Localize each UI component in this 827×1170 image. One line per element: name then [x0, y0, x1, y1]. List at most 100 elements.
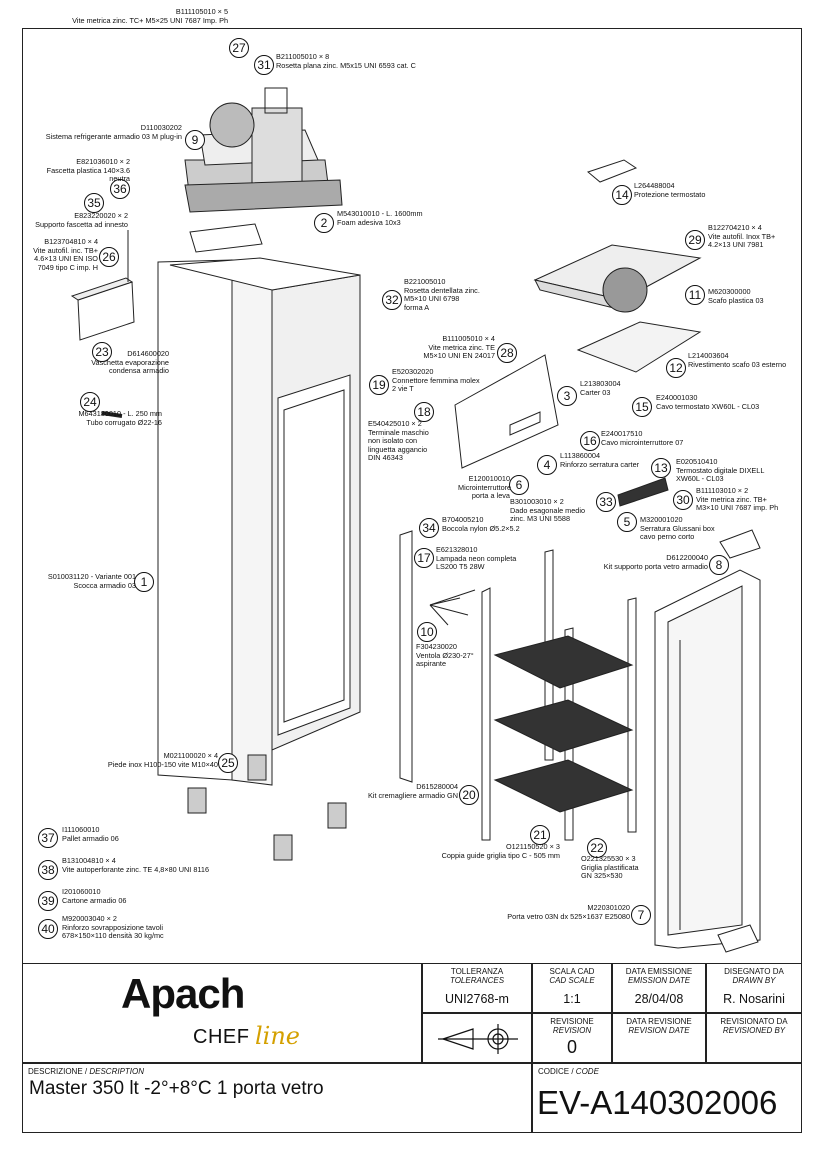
part-description: Vite metrica zinc. TE M5×10 UNI EN 24017 [423, 342, 495, 361]
part-description: Piede inox H100-150 vite M10×40 [107, 759, 218, 769]
part-code: L214003604 [688, 351, 729, 360]
callout-number-7: 7 [631, 905, 651, 925]
callout-number-40: 40 [38, 919, 58, 939]
part-code: F304230020 [416, 642, 457, 651]
description-value: Master 350 lt -2°+8°C 1 porta vetro [29, 1078, 324, 1099]
tolerances-value: UNI2768-m [445, 992, 509, 1006]
part-code: E520302020 [392, 367, 434, 376]
part-code: M320001020 [640, 515, 683, 524]
part-code: B221005010 [404, 277, 446, 286]
part-description: Kit cremagliere armadio GN [367, 790, 458, 800]
part-code: E540425010 × 2 [368, 419, 422, 428]
part-code: M543010010 - L. 1600mm [337, 209, 423, 218]
callout-number-39: 39 [38, 891, 58, 911]
part-code: E240001030 [656, 393, 698, 402]
callout-number-21: 21 [530, 825, 550, 845]
part-description: Vite autofil. Inox TB+ 4.2×13 UNI 7981 [708, 231, 776, 250]
brand-logo: Apach [121, 970, 245, 1017]
callout-number-9: 9 [185, 130, 205, 150]
brand-script: line [255, 1022, 301, 1050]
part-code: B211005010 × 8 [276, 52, 330, 61]
revision-value: 0 [566, 1037, 577, 1057]
part-code: E020510410 [676, 457, 718, 466]
part-description: Vite autoperforante zinc. TE 4,8×80 UNI … [62, 864, 210, 874]
part-description: Tubo corrugato Ø22-16 [86, 417, 162, 427]
part-code: B111103010 × 2 [696, 486, 749, 495]
part-code: M220301020 [587, 903, 630, 912]
callout-number-18: 18 [414, 402, 434, 422]
part-description: Rivestimento scafo 03 esterno [688, 359, 787, 369]
part-description: Scocca armadio 03 [73, 580, 136, 590]
part-code: D615280004 [416, 782, 458, 791]
part-description: Carter 03 [580, 387, 611, 397]
part-description: Dado esagonale medio zinc. M3 UNI 5588 [510, 505, 586, 524]
callout-number-6: 6 [509, 475, 529, 495]
callout-number-14: 14 [612, 185, 632, 205]
callout-number-8: 8 [709, 555, 729, 575]
callout-number-17: 17 [414, 548, 434, 568]
callout-number-10: 10 [417, 622, 437, 642]
part-code: I201060010 [62, 887, 101, 896]
part-code: L113860004 [560, 451, 601, 460]
part-description: Lampada neon completa LS200 T5 28W [436, 553, 517, 572]
part-description: Vite autofil. inc. TB+ 4.6×13 UNI EN ISO… [33, 245, 98, 272]
part-code: B111005010 × 4 [442, 334, 495, 343]
part-code: D612200040 [666, 553, 708, 562]
callout-number-19: 19 [369, 375, 389, 395]
callout-number-20: 20 [459, 785, 479, 805]
part-code: M643180010 - L. 250 mm [78, 409, 162, 418]
part-code: O221325530 × 3 [581, 854, 636, 863]
callout-number-24: 24 [80, 392, 100, 412]
part-description: Porta vetro 03N dx 525×1637 E25080 [507, 911, 630, 921]
brand-sub: CHEF [193, 1026, 250, 1048]
part-description: Cartone armadio 06 [62, 895, 127, 905]
code-value: EV-A140302006 [537, 1084, 778, 1121]
callout-number-5: 5 [617, 512, 637, 532]
part-description: Rinforzo serratura carter [560, 459, 640, 469]
callout-number-31: 31 [254, 55, 274, 75]
part-description: Supporto fascetta ad innesto [35, 219, 128, 229]
part-description: Rosetta plana zinc. M5x15 UNI 6593 cat. … [276, 60, 416, 70]
part-description: Foam adesiva 10x3 [337, 217, 401, 227]
drawn-value: R. Nosarini [723, 992, 785, 1006]
callout-number-27: 27 [229, 38, 249, 58]
part-code: E240017510 [601, 429, 643, 438]
part-description: Scafo plastica 03 [708, 295, 764, 305]
callout-number-1: 1 [134, 572, 154, 592]
part-code: E821036010 × 2 [76, 157, 130, 166]
part-description: Kit supporto porta vetro armadio [603, 561, 708, 571]
refrigeration-unit [184, 87, 343, 213]
cabinet-body [157, 257, 361, 786]
part-code: E621328010 [436, 545, 478, 554]
part-description: Terminale maschio non isolato con lingue… [368, 427, 429, 463]
part-description: Rosetta dentellata zinc. M5×10 UNI 6798 … [404, 285, 480, 312]
callout-number-3: 3 [557, 386, 577, 406]
callout-number-29: 29 [685, 230, 705, 250]
part-description: Microinterruttore porta a leva [458, 482, 512, 501]
part-code: E823220020 × 2 [74, 211, 128, 220]
part-code: B123704810 × 4 [44, 237, 98, 246]
part-code: L213803004 [580, 379, 621, 388]
